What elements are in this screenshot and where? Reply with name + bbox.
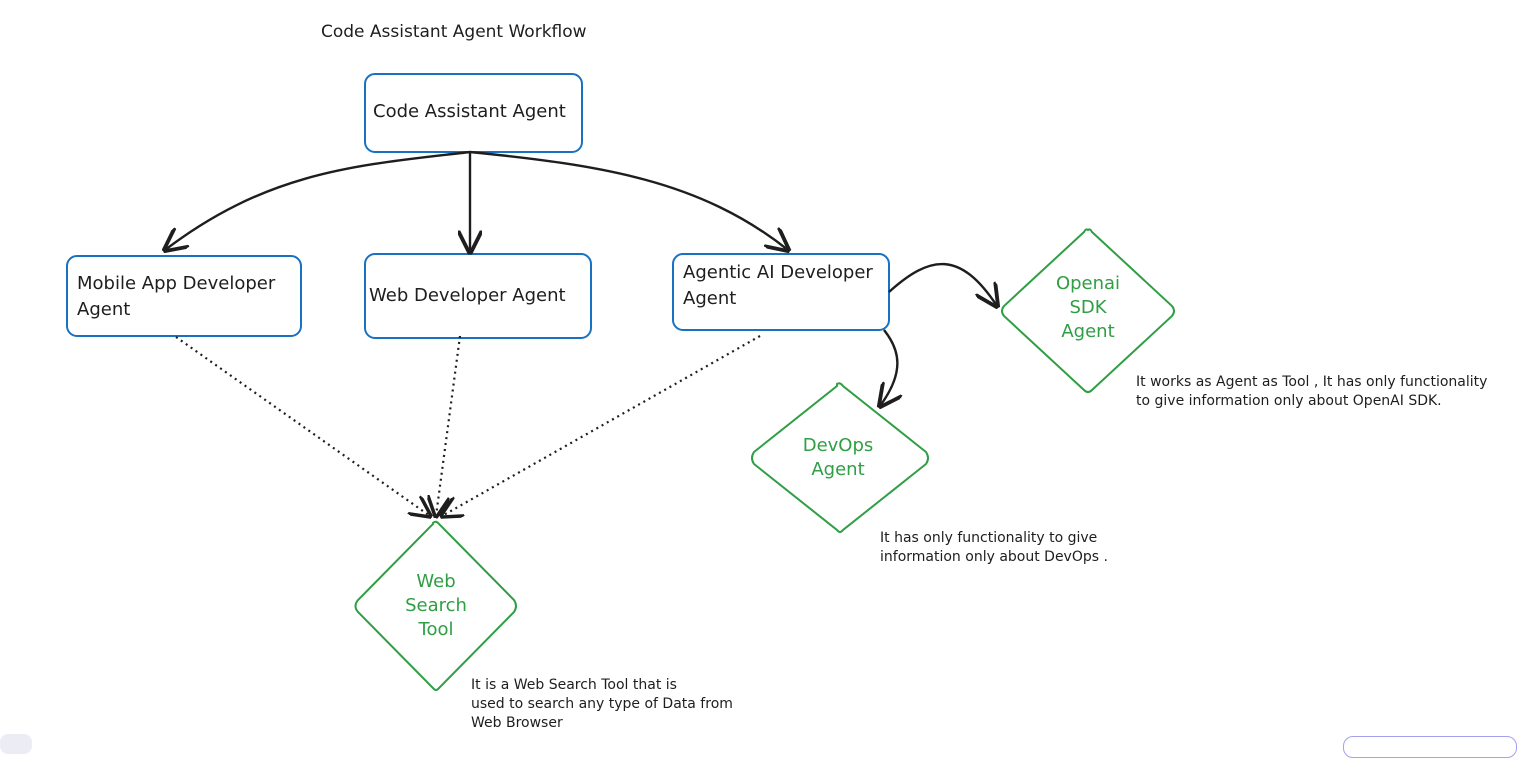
dotted-agentic-to-websearch: [442, 335, 761, 516]
web-search-tool-label: Web Search Tool: [405, 571, 467, 640]
devops-note: It has only functionality to give inform…: [880, 530, 1108, 565]
devops-agent-diamond[interactable]: [751, 382, 929, 533]
devops-agent-label: DevOps Agent: [802, 435, 874, 480]
mobile-app-developer-agent-label: Mobile App Developer Agent: [77, 273, 276, 320]
arrow-root-to-agentic: [469, 150, 788, 250]
code-assistant-agent-label: Code Assistant Agent: [373, 101, 566, 122]
web-search-tool-note: It is a Web Search Tool that is used to …: [471, 677, 733, 731]
openai-sdk-agent-label: Openai SDK Agent: [1055, 273, 1121, 342]
web-developer-agent-label: Web Developer Agent: [369, 285, 566, 306]
arrow-root-to-mobile: [165, 150, 471, 250]
arrow-agentic-to-openai: [888, 262, 997, 306]
dotted-web-to-websearch: [436, 335, 462, 516]
web-search-tool-diamond[interactable]: [354, 520, 517, 691]
openai-sdk-note: It works as Agent as Tool , It has only …: [1136, 374, 1488, 409]
bottom-right-control[interactable]: [1343, 736, 1517, 758]
openai-sdk-agent-diamond[interactable]: [1001, 228, 1175, 393]
bottom-left-control[interactable]: [0, 734, 32, 754]
diagram-title: Code Assistant Agent Workflow: [321, 22, 587, 42]
arrow-agentic-to-devops: [880, 329, 897, 406]
mobile-app-developer-agent-box[interactable]: [66, 255, 302, 337]
dotted-mobile-to-websearch: [175, 336, 430, 516]
agentic-ai-developer-agent-label: Agentic AI Developer Agent: [683, 262, 873, 309]
